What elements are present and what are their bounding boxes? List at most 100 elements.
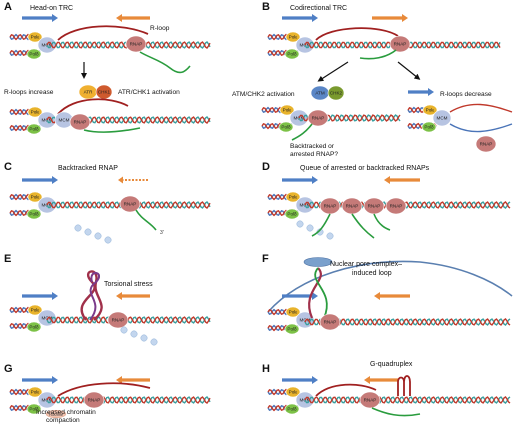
atr-chk1-activation-label: ATR/CHK1 activation xyxy=(118,89,180,96)
transcription-direction-arrow xyxy=(116,376,150,384)
rnap-a: RNAP xyxy=(125,35,147,53)
nucleosome xyxy=(104,236,112,244)
replication-direction-arrow-head xyxy=(52,14,58,22)
mcm-helicase-shape xyxy=(432,109,452,127)
rnap-b-stalled-shape xyxy=(307,109,329,127)
transcription-direction-arrow xyxy=(384,176,420,184)
transcription-direction-arrow-head xyxy=(364,376,370,384)
nucleosome xyxy=(150,338,158,346)
rnap-a-collision-label: RNAP xyxy=(74,120,87,125)
rnap-b-released-shape xyxy=(475,135,497,153)
nucleosome xyxy=(84,228,92,236)
nuclear-pore-icon xyxy=(303,257,333,267)
pol-epsilon: Polε xyxy=(279,104,295,116)
mcm-helicase-label: MCM xyxy=(59,118,70,123)
transcription-direction-arrow xyxy=(372,14,408,22)
rnap-queue-4-shape xyxy=(385,197,407,215)
transcription-direction-arrow-head xyxy=(116,14,122,22)
rnap-queue-3: RNAP xyxy=(363,197,385,215)
pol-epsilon-shape xyxy=(279,104,295,116)
pol-epsilon: Polε xyxy=(27,304,43,316)
transcription-direction-arrow-head xyxy=(116,292,122,300)
rloop-strand xyxy=(57,25,149,41)
pol-delta-shape xyxy=(26,208,42,220)
pol-epsilon-shape xyxy=(285,31,301,43)
transcription-direction-arrow-head xyxy=(116,376,122,384)
parental-strand xyxy=(449,103,513,113)
pol-epsilon-label: Polε xyxy=(289,195,298,200)
pol-delta-label: Polδ xyxy=(29,52,39,57)
rnap-queue-3-label: RNAP xyxy=(368,204,381,209)
dna-strand xyxy=(304,396,511,404)
nucleosome xyxy=(120,326,128,334)
transcription-direction-arrow xyxy=(116,14,150,22)
rnap-c-backtracked: RNAP xyxy=(119,195,141,213)
pol-epsilon-shape xyxy=(27,106,43,118)
pol-epsilon-shape xyxy=(285,386,301,398)
rloops-increase-label: R-loops increase xyxy=(4,89,54,96)
rnap-b-label: RNAP xyxy=(394,42,407,47)
nucleosome xyxy=(74,224,82,232)
rna-transcript-a2 xyxy=(83,127,141,133)
pol-epsilon-shape xyxy=(27,386,43,398)
mcm-helicase-shape xyxy=(295,311,315,329)
histone-mark-label: H3K9me xyxy=(49,413,63,417)
pol-delta-shape xyxy=(284,208,300,220)
pol-epsilon-label: Polε xyxy=(31,195,40,200)
pol-delta-label: Polδ xyxy=(29,212,39,217)
rnap-a-shape xyxy=(125,35,147,53)
chk1-kinase: CHK1 xyxy=(95,84,113,100)
pol-delta: Polδ xyxy=(26,123,42,135)
pol-epsilon: Polε xyxy=(285,31,301,43)
pol-epsilon: Polε xyxy=(285,306,301,318)
rloops-decrease-label: R-loops decrease xyxy=(440,91,492,98)
pol-delta-shape xyxy=(26,123,42,135)
mcm-helicase: MCM xyxy=(37,309,57,327)
pol-epsilon: Polε xyxy=(27,31,43,43)
replication-direction-arrow-head xyxy=(52,176,58,184)
rna-transcript-h xyxy=(371,407,421,417)
replication-direction-arrow xyxy=(22,176,58,184)
rna-transcript-a xyxy=(139,51,191,74)
pol-delta-label: Polδ xyxy=(29,127,39,132)
rnap-e-label: RNAP xyxy=(112,318,125,323)
parental-strand xyxy=(449,123,513,133)
pol-epsilon: Polε xyxy=(422,104,438,116)
mcm-helicase-label: MCM xyxy=(437,116,448,121)
pol-delta: Polδ xyxy=(284,323,300,335)
mcm-helicase: MCM xyxy=(432,109,452,127)
rnap-queue-2: RNAP xyxy=(341,197,363,215)
pol-epsilon-label: Polε xyxy=(31,110,40,115)
replication-direction-arrow-head xyxy=(312,176,318,184)
pol-delta-shape xyxy=(26,403,42,415)
nucleosome xyxy=(94,232,102,240)
atr-kinase-label: ATR xyxy=(84,90,94,95)
replication-direction-arrow-head xyxy=(312,376,318,384)
rnap-queue-1-label: RNAP xyxy=(324,204,337,209)
panel-d-title: Queue of arrested or backtracked RNAPs xyxy=(300,165,430,172)
panel-letter-a: A xyxy=(4,1,12,13)
panel-e-title: Torsional stress xyxy=(104,281,153,288)
pol-epsilon-shape xyxy=(27,31,43,43)
rnap-e: RNAP xyxy=(107,311,129,329)
rnap-f-shape xyxy=(319,313,341,331)
pol-epsilon-shape xyxy=(422,104,438,116)
pol-epsilon-shape xyxy=(27,304,43,316)
pol-delta-shape xyxy=(284,48,300,60)
pol-delta: Polδ xyxy=(26,208,42,220)
transcription-direction-arrow-head xyxy=(384,176,390,184)
rnap-f-label: RNAP xyxy=(324,320,337,325)
pol-delta-shape xyxy=(278,121,294,133)
pol-delta: Polδ xyxy=(421,121,437,133)
gene-loop xyxy=(308,267,322,319)
rnap-g-label: RNAP xyxy=(88,398,101,403)
rloop-strand xyxy=(57,98,129,115)
pol-epsilon-shape xyxy=(285,191,301,203)
rnap-queue-1: RNAP xyxy=(319,197,341,215)
rnap-queue-4-label: RNAP xyxy=(390,204,403,209)
template-duplex xyxy=(46,316,211,324)
rnap-h-label: RNAP xyxy=(364,398,377,403)
panel-f-title-line1: Nuclear pore complex– xyxy=(330,261,402,268)
histone-mark xyxy=(45,409,67,419)
